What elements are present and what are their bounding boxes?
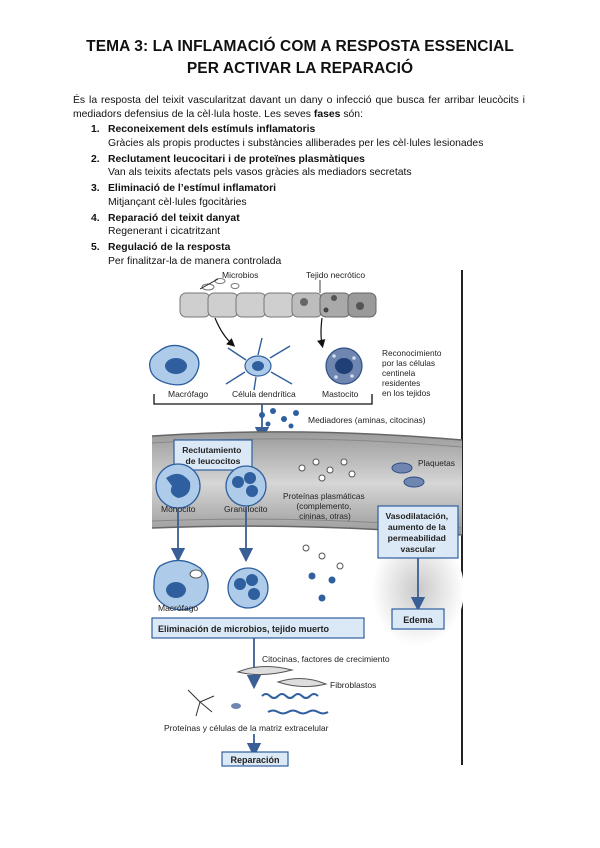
label-tejido-necrotico: Tejido necrótico	[306, 270, 365, 280]
phase-item: 2. Reclutament leucocitari i de proteïnes…	[73, 153, 533, 180]
label-matriz: Proteínas y células de la matriz extrace…	[164, 723, 329, 733]
phase-description: Mitjançant cèl·lules fgocitàries	[108, 196, 247, 208]
reparacion-box	[221, 751, 289, 767]
phase-description: Gràcies als propis productes i substànci…	[108, 137, 484, 149]
phase-title: Reclutament leucocitari i de proteïnes p…	[108, 153, 365, 165]
granulocyte-phagocytosing	[227, 567, 269, 609]
epithelium-row	[179, 278, 377, 318]
arrow-microbe-to-cell	[214, 317, 236, 347]
phase-description: Van als teixits afectats pels vasos gràc…	[108, 167, 412, 178]
phase-number: 2.	[91, 153, 100, 165]
title-line-1: TEMA 3: LA INFLAMACIÓ COM A RESPOSTA ESS…	[86, 38, 514, 55]
granulocyte-cell	[225, 465, 267, 507]
extracellular-matrix	[187, 689, 329, 717]
label-microbios: Microbios	[222, 270, 258, 280]
label-mastocito: Mastocito	[322, 389, 359, 399]
phase-item: 1. Reconeixement dels estímuls inflamator…	[73, 123, 533, 150]
extravasated-proteins	[302, 544, 344, 602]
label-fibroblastos: Fibroblastos	[330, 680, 376, 690]
bracket	[153, 394, 373, 405]
label-reconocimiento: Reconocimiento por las células centinela…	[382, 348, 444, 398]
phase-description: Per finalitzar-la de manera controlada	[108, 255, 282, 267]
phase-title: Reconeixement dels estímuls inflamatoris	[108, 124, 316, 135]
label-citocinas: Citocinas, factores de crecimiento	[262, 654, 390, 664]
plasma-protein-dots	[298, 458, 356, 482]
phase-number: 5.	[91, 242, 100, 253]
edema-box	[391, 608, 445, 630]
intro-text: És la resposta del teixit vascularitzat …	[73, 95, 525, 120]
page-title: TEMA 3: LA INFLAMACIÓ COM A RESPOSTA ESS…	[0, 36, 600, 80]
intro-paragraph: És la resposta del teixit vascularitzat …	[73, 94, 525, 122]
phase-list: 1. Reconeixement dels estímuls inflamator…	[73, 123, 533, 271]
label-reclutamiento: Reclutamiento de leucocitos	[182, 445, 244, 466]
platelets	[391, 462, 425, 488]
eliminacion-box	[151, 617, 365, 639]
mediator-dots	[259, 408, 299, 429]
mastocyte-cell	[325, 347, 363, 385]
label-celula-dendritica: Célula dendrítica	[232, 389, 296, 399]
dendritic-cell	[225, 337, 293, 391]
reclutamiento-box	[173, 439, 253, 471]
label-reparacion: Reparación	[230, 755, 279, 765]
intro-bold: fases	[313, 109, 341, 120]
phase-title: Regulació de la resposta	[108, 242, 231, 253]
label-eliminacion: Eliminación de microbios, tejido muerto	[158, 624, 330, 634]
fibroblasts	[236, 666, 328, 688]
label-proteinas-plasmaticas: Proteínas plasmáticas (complemento, cini…	[283, 491, 367, 521]
phase-number: 3.	[91, 183, 100, 194]
title-line-2: PER ACTIVAR LA REPARACIÓ	[186, 60, 414, 77]
macrophage-cell	[149, 344, 200, 386]
phase-description: Regenerant i cicatritzant	[108, 226, 221, 237]
label-vasodilatacion: Vasodilatación, aumento de la permeabili…	[386, 511, 451, 554]
arrow-necrotic-to-cell	[317, 317, 326, 349]
monocyte-cell	[155, 463, 201, 509]
phase-title: Eliminació de l’estímul inflamatori	[108, 183, 277, 194]
label-mediadores: Mediadores (aminas, citocinas)	[308, 415, 426, 425]
phase-number: 1.	[91, 124, 100, 135]
phase-number: 4.	[91, 212, 100, 224]
intro-after: són:	[340, 109, 363, 120]
pointer-microbios	[199, 278, 219, 290]
label-macrofago: Macrófago	[168, 389, 208, 399]
label-macrofago-2: Macrófago	[158, 603, 198, 613]
label-plaquetas: Plaquetas	[418, 458, 455, 468]
phase-title: Reparació del teixit danyat	[108, 212, 240, 224]
macrophage-phagocytosing	[153, 559, 209, 611]
label-edema: Edema	[403, 615, 434, 625]
vasodilatacion-box	[377, 505, 459, 559]
